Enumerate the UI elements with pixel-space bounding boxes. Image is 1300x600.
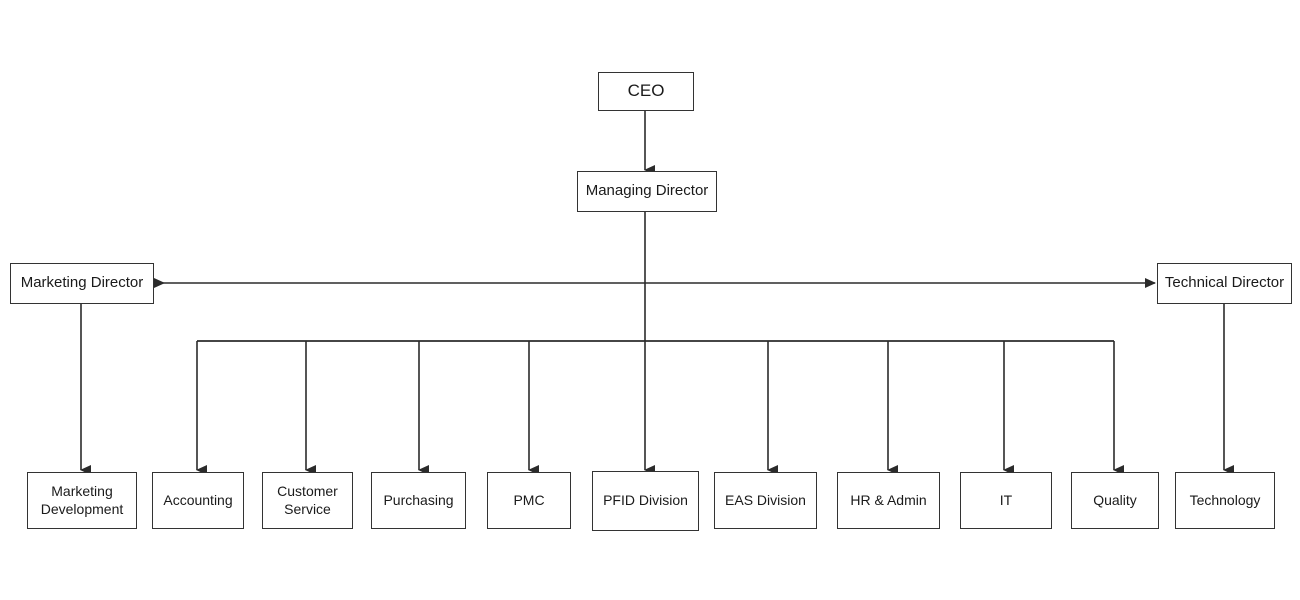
- node-it[interactable]: IT: [960, 472, 1052, 529]
- node-accounting-label: Accounting: [163, 491, 233, 508]
- node-customer-service-label: Customer Service: [277, 483, 338, 517]
- node-technology-label: Technology: [1189, 491, 1261, 508]
- node-marketing-director-label: Marketing Director: [20, 274, 144, 292]
- node-it-label: IT: [999, 491, 1013, 508]
- node-accounting[interactable]: Accounting: [152, 472, 244, 529]
- node-technical-director[interactable]: Technical Director: [1157, 263, 1292, 304]
- node-pmc-label: PMC: [513, 491, 545, 508]
- node-marketing-director[interactable]: Marketing Director: [10, 263, 154, 304]
- node-pmc[interactable]: PMC: [487, 472, 571, 529]
- node-ceo-label: CEO: [627, 81, 665, 101]
- node-pfid-division[interactable]: PFID Division: [592, 471, 699, 531]
- node-eas-division[interactable]: EAS Division: [714, 472, 817, 529]
- node-customer-service[interactable]: Customer Service: [262, 472, 353, 529]
- node-pfid-division-label: PFID Division: [603, 492, 688, 509]
- node-hr-admin-label: HR & Admin: [850, 491, 927, 508]
- node-marketing-development-label: Marketing Development: [40, 483, 124, 517]
- node-eas-division-label: EAS Division: [725, 491, 806, 508]
- node-purchasing-label: Purchasing: [383, 491, 454, 508]
- node-quality[interactable]: Quality: [1071, 472, 1159, 529]
- node-quality-label: Quality: [1093, 491, 1137, 508]
- node-managing-director[interactable]: Managing Director: [577, 171, 717, 212]
- node-managing-director-label: Managing Director: [585, 182, 709, 200]
- node-ceo[interactable]: CEO: [598, 72, 694, 111]
- node-purchasing[interactable]: Purchasing: [371, 472, 466, 529]
- node-marketing-development[interactable]: Marketing Development: [27, 472, 137, 529]
- node-technology[interactable]: Technology: [1175, 472, 1275, 529]
- node-technical-director-label: Technical Director: [1164, 274, 1285, 292]
- node-hr-admin[interactable]: HR & Admin: [837, 472, 940, 529]
